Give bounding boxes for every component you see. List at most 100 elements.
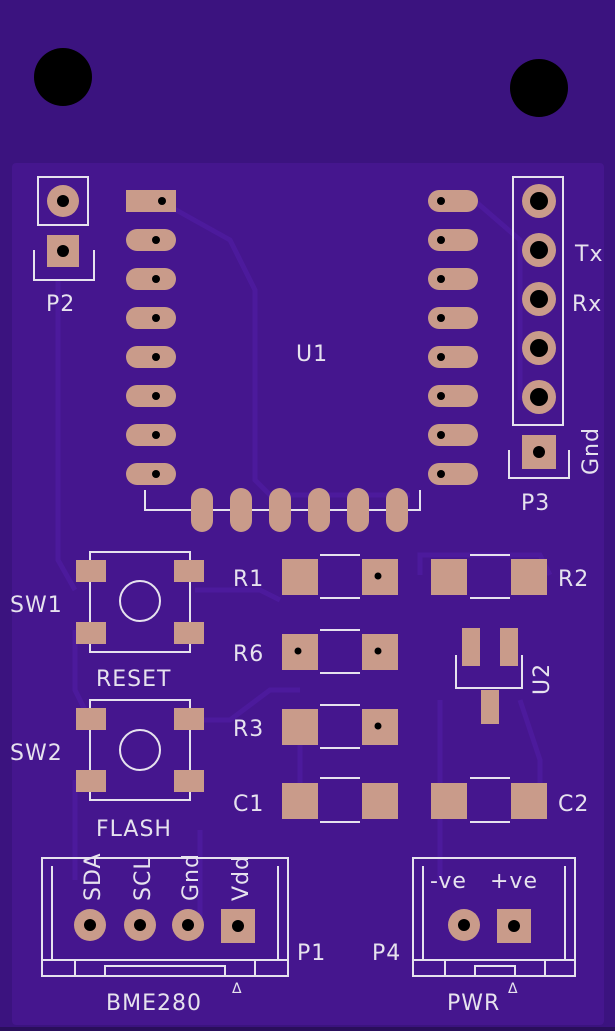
sw2-outline xyxy=(89,699,191,801)
sw1-pad-tl xyxy=(76,560,106,582)
u1-pad-l4 xyxy=(126,307,176,329)
u1-pad-r3 xyxy=(428,268,478,290)
silkscreen xyxy=(33,176,576,977)
r3-pad-1 xyxy=(282,709,318,745)
label-flash: FLASH xyxy=(96,817,172,842)
label-bme280: BME280 xyxy=(106,991,202,1016)
u2-pad-2 xyxy=(500,628,518,666)
label-u2: U2 xyxy=(530,663,555,695)
u1-pad-l7 xyxy=(126,424,176,446)
u1-drill-l8 xyxy=(152,470,160,478)
mounting-hole-right xyxy=(510,59,568,117)
label-u1: U1 xyxy=(296,342,328,367)
c1-pad-1 xyxy=(282,783,318,819)
p3-bracket xyxy=(508,450,570,479)
label-r3: R3 xyxy=(233,717,264,742)
label-p4: P4 xyxy=(372,941,401,966)
u2-pad-3 xyxy=(481,690,499,724)
label-tx: Tx xyxy=(574,242,603,267)
c1-pad-2 xyxy=(362,783,398,819)
r6-via-2 xyxy=(374,647,382,655)
c2-pad-2 xyxy=(511,783,547,819)
label-pwr: PWR xyxy=(447,991,500,1016)
pads xyxy=(47,184,556,943)
u1-pad-r5 xyxy=(428,346,478,368)
u1-pad-r1 xyxy=(428,190,478,212)
u1-drill-r2 xyxy=(437,236,445,244)
u1-pad-l3 xyxy=(126,268,176,290)
sw2-pad-br xyxy=(174,770,204,792)
label-sw2: SW2 xyxy=(10,741,63,766)
sw1-pad-br xyxy=(174,622,204,644)
u1-pad-b4 xyxy=(308,488,330,532)
p2-bracket xyxy=(33,250,95,281)
r6-via-1 xyxy=(294,647,302,655)
p1-outline xyxy=(41,857,289,977)
sw1-outline xyxy=(89,551,191,653)
label-sda: SDA xyxy=(81,852,106,901)
sw1-pad-bl xyxy=(76,622,106,644)
u1-pad-l5 xyxy=(126,346,176,368)
u1-left-pads xyxy=(126,197,176,485)
u1-pad-r4 xyxy=(428,307,478,329)
pin1-marker-p1: Δ xyxy=(232,981,243,997)
u1-pad-b2 xyxy=(230,488,252,532)
r2-pad-2 xyxy=(511,559,547,595)
u1-drill-r1 xyxy=(437,197,445,205)
label-p3: P3 xyxy=(521,491,550,516)
u1-pad-r6 xyxy=(428,385,478,407)
sw1-circle xyxy=(119,580,161,622)
p3-drill-2 xyxy=(530,241,548,259)
u1-drill-r4 xyxy=(437,314,445,322)
p3-drill-3 xyxy=(530,290,548,308)
r1-pad-1 xyxy=(282,559,318,595)
label-sw1: SW1 xyxy=(10,593,63,618)
label-r6: R6 xyxy=(233,642,264,667)
trace-sw2-r6 xyxy=(195,687,300,723)
label-c2: C2 xyxy=(558,792,589,817)
u1-pad-l2 xyxy=(126,229,176,251)
p2-drill-2 xyxy=(57,245,69,257)
label-scl: SCL xyxy=(131,856,156,901)
u1-drill-l4 xyxy=(152,314,160,322)
p3-drill-1 xyxy=(530,192,548,210)
label-reset: RESET xyxy=(96,667,172,692)
trace-u1-left xyxy=(158,198,410,498)
r2-pad-1 xyxy=(431,559,467,595)
u1-drill-r5 xyxy=(437,353,445,361)
label-rx: Rx xyxy=(572,292,602,317)
p3-drill-4 xyxy=(530,339,548,357)
label-p3-gnd: Gnd xyxy=(579,427,604,475)
r6-outline xyxy=(320,629,360,674)
u1-pad-l6 xyxy=(126,385,176,407)
mounting-hole-left xyxy=(34,48,92,106)
r1-via xyxy=(374,572,382,580)
p4-drill-neg xyxy=(458,919,470,931)
p2-drill-1 xyxy=(57,195,69,207)
u1-drill-r3 xyxy=(437,275,445,283)
p4-drill-pos xyxy=(508,920,520,932)
r1-outline xyxy=(320,554,360,599)
p4-latch xyxy=(413,959,575,976)
u1-drill-r8 xyxy=(437,470,445,478)
p1-latch xyxy=(42,959,288,976)
label-pos-ve: +ve xyxy=(490,869,538,894)
c2-outline xyxy=(470,777,510,823)
label-r2: R2 xyxy=(558,567,589,592)
p1-drill-gnd xyxy=(182,919,194,931)
label-vdd: Vdd xyxy=(229,855,254,901)
trace-sw1-r1 xyxy=(195,587,282,603)
u1-drill-l7 xyxy=(152,431,160,439)
p1-drill-scl xyxy=(134,919,146,931)
u1-bottom-pads xyxy=(191,488,408,532)
u1-drill-l3 xyxy=(152,275,160,283)
sw2-pad-tr xyxy=(174,708,204,730)
label-p1: P1 xyxy=(297,941,326,966)
r2-outline xyxy=(470,554,510,599)
label-neg-ve: -ve xyxy=(430,869,467,894)
u1-pad-l1 xyxy=(126,190,176,212)
p2-outline xyxy=(37,176,89,226)
trace-p2-sw1 xyxy=(55,280,78,592)
r3-via xyxy=(374,722,382,730)
